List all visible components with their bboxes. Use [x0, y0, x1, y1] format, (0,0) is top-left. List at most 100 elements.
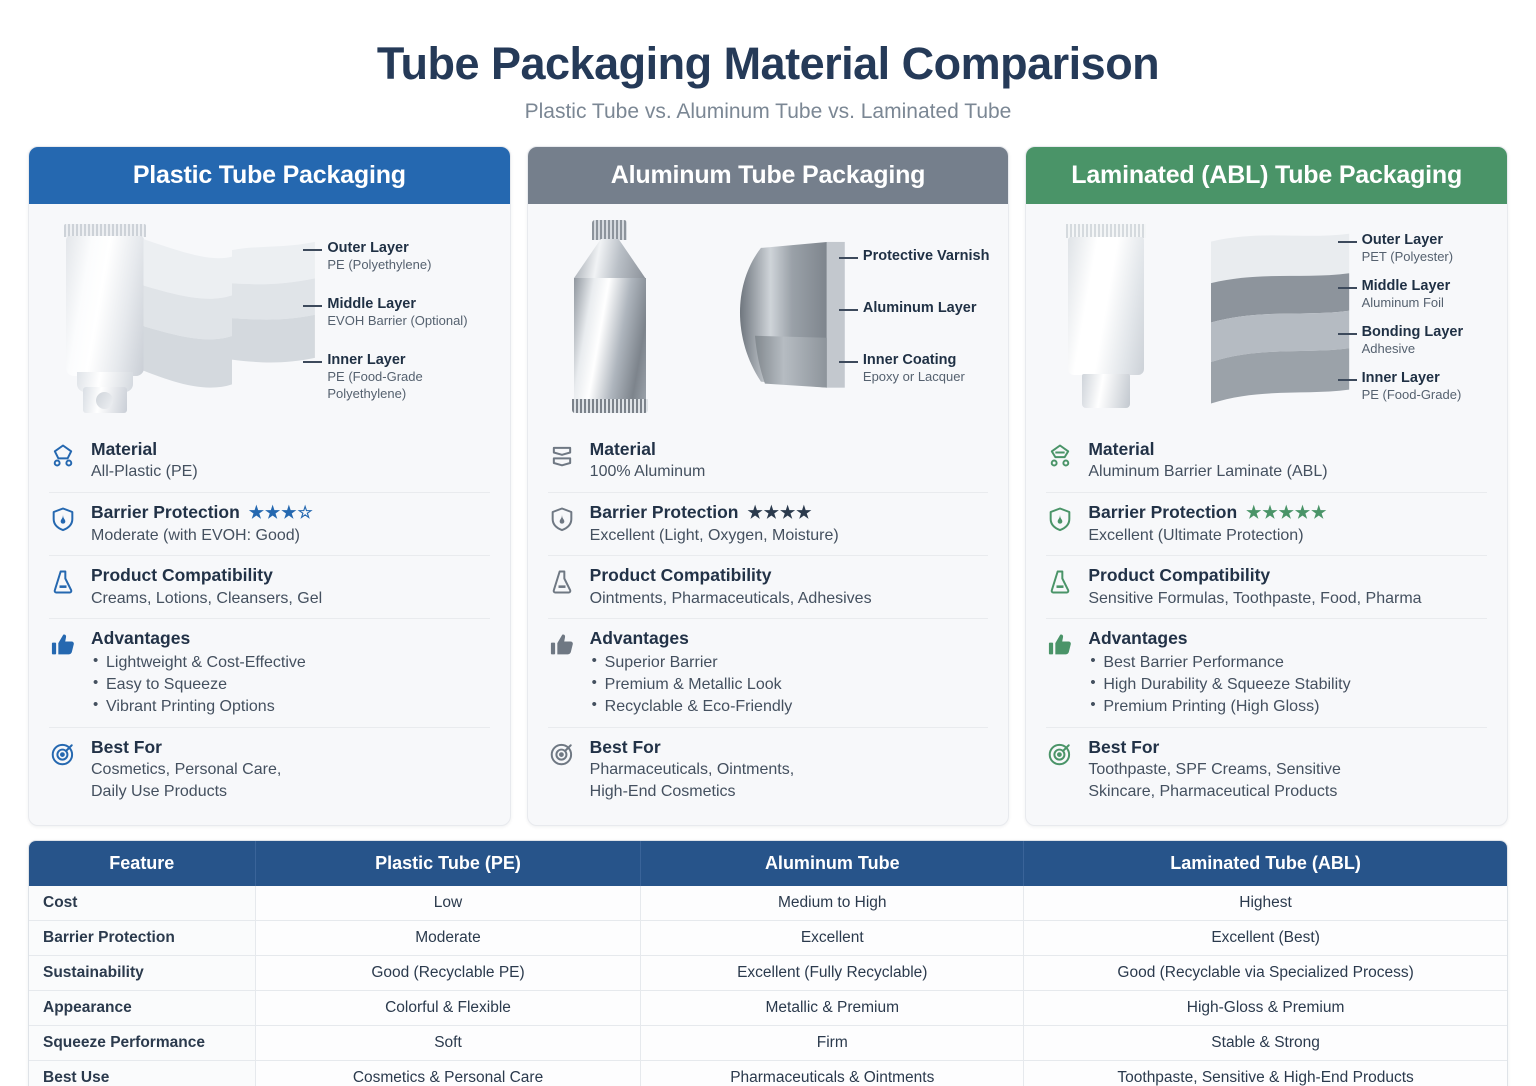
callout-title: Outer Layer — [1361, 231, 1443, 248]
callout-sub: PET (Polyester) — [1361, 249, 1454, 265]
feature-label: Best For — [91, 736, 162, 757]
feature-material: Material Aluminum Barrier Laminate (ABL) — [1046, 430, 1488, 493]
feature-label: Barrier Protection — [589, 501, 739, 522]
page-subtitle: Plastic Tube vs. Aluminum Tube vs. Lamin… — [524, 99, 1012, 123]
advantages-list: Best Barrier Performance High Durability… — [1088, 651, 1487, 718]
feature-product-compatibility: Product Compatibility Sensitive Formulas… — [1046, 556, 1488, 620]
shield-check-icon — [548, 502, 578, 546]
feature-label: Material — [1088, 438, 1155, 459]
card-aluminum-features: Material 100% Aluminum Barrier Protectio… — [528, 426, 1009, 825]
cell-aluminum: Excellent (Fully Recyclable) — [640, 955, 1025, 992]
feature-value: Sensitive Formulas, Toothpaste, Food, Ph… — [1088, 589, 1422, 607]
laminated-callouts: Outer Layer PET (Polyester) Middle Layer… — [1337, 212, 1497, 426]
advantages-list: Lightweight & Cost-Effective Easy to Squ… — [91, 651, 490, 718]
aluminum-layer-slice-icon — [740, 241, 845, 388]
feature-label: Material — [589, 438, 656, 459]
column-header-laminated[interactable]: Laminated Tube (ABL) — [1023, 841, 1507, 887]
cell-laminated: Toothpaste, Sensitive & High-End Product… — [1023, 1060, 1507, 1086]
target-icon — [1046, 737, 1076, 802]
callout-sub: PE (Food-Grade Polyethylene) — [327, 369, 423, 401]
callout-title: Aluminum Layer — [862, 299, 977, 316]
cell-aluminum: Excellent — [640, 920, 1025, 957]
card-aluminum[interactable]: Aluminum Tube Packaging — [526, 145, 1010, 827]
callout-title: Inner Layer — [327, 351, 406, 368]
feature-label: Advantages — [91, 628, 191, 649]
callout-sub: PE (Food-Grade) — [1361, 387, 1462, 403]
callout-sub: PE (Polyethylene) — [327, 257, 432, 273]
list-item: Premium Printing (High Gloss) — [1088, 695, 1487, 718]
callout-aluminum-layer: Aluminum Layer — [838, 299, 977, 318]
callout-outer-layer: Outer Layer PE (Polyethylene) — [303, 239, 432, 274]
cell-plastic: Moderate — [255, 920, 642, 957]
card-aluminum-title: Aluminum Tube Packaging — [527, 146, 1009, 204]
plastic-fan-extension — [232, 212, 316, 426]
thumbs-up-icon — [548, 628, 578, 718]
feature-value: Cosmetics, Personal Care, Daily Use Prod… — [91, 761, 282, 800]
feature-product-compatibility: Product Compatibility Ointments, Pharmac… — [547, 556, 989, 620]
table-row: Best Use Cosmetics & Personal Care Pharm… — [29, 1060, 1507, 1086]
column-header-feature[interactable]: Feature — [29, 841, 256, 887]
card-laminated-title: Laminated (ABL) Tube Packaging — [1026, 146, 1508, 204]
table-header-row: Feature Plastic Tube (PE) Aluminum Tube … — [29, 841, 1507, 887]
list-item: High Durability & Squeeze Stability — [1088, 673, 1487, 696]
table-row: Barrier Protection Moderate Excellent Ex… — [29, 920, 1507, 957]
feature-value: Creams, Lotions, Cleansers, Gel — [91, 589, 323, 607]
feature-label: Barrier Protection — [1088, 501, 1238, 522]
flask-icon — [1046, 565, 1076, 609]
row-label: Best Use — [29, 1060, 256, 1086]
callout-middle-layer: Middle Layer EVOH Barrier (Optional) — [303, 296, 468, 330]
feature-product-compatibility: Product Compatibility Creams, Lotions, C… — [49, 556, 490, 620]
layers-icon — [548, 439, 578, 483]
callout-title: Inner Coating — [862, 351, 957, 368]
shield-check-icon — [49, 502, 79, 546]
callout-inner-layer: Inner Layer PE (Food-Grade Polyethylene) — [303, 351, 457, 403]
page-title: Tube Packaging Material Comparison — [376, 38, 1160, 89]
plastic-callouts: Outer Layer PE (Polyethylene) Middle Lay… — [303, 212, 499, 426]
cell-aluminum: Pharmaceuticals & Ointments — [640, 1060, 1025, 1086]
callout-title: Middle Layer — [1361, 277, 1451, 294]
cell-plastic: Low — [255, 886, 642, 922]
feature-best-for: Best For Cosmetics, Personal Care, Daily… — [49, 728, 490, 811]
callout-middle-layer: Middle Layer Aluminum Foil — [1337, 277, 1451, 312]
feature-advantages: Advantages Best Barrier Performance High… — [1046, 619, 1488, 728]
cell-laminated: High-Gloss & Premium — [1023, 990, 1507, 1027]
target-icon — [548, 737, 578, 802]
cell-aluminum: Firm — [640, 1025, 1025, 1062]
callout-title: Outer Layer — [327, 239, 409, 256]
table-row: Cost Low Medium to High Highest — [29, 886, 1507, 922]
feature-label: Product Compatibility — [91, 564, 273, 585]
feature-best-for: Best For Toothpaste, SPF Creams, Sensiti… — [1046, 728, 1487, 811]
plastic-tube-illustration — [39, 212, 233, 426]
feature-material: Material All-Plastic (PE) — [49, 430, 490, 493]
list-item: Superior Barrier — [590, 651, 989, 674]
aluminum-callouts: Protective Varnish Aluminum Layer Inner … — [838, 212, 998, 426]
feature-barrier-protection: Barrier Protection ★★★☆ Moderate (with E… — [49, 493, 490, 556]
thumbs-up-icon — [49, 628, 79, 718]
feature-barrier-protection: Barrier Protection ★★★★★ Excellent (Ulti… — [1046, 493, 1488, 556]
plastic-layer-fan-icon — [143, 238, 233, 388]
feature-value: Ointments, Pharmaceuticals, Adhesives — [589, 589, 872, 607]
cell-plastic: Good (Recyclable PE) — [255, 955, 642, 992]
card-laminated[interactable]: Laminated (ABL) Tube Packaging — [1025, 145, 1509, 827]
callout-title: Bonding Layer — [1361, 323, 1464, 340]
feature-label: Best For — [1088, 736, 1160, 757]
callout-title: Protective Varnish — [862, 247, 990, 264]
row-label: Sustainability — [29, 955, 256, 992]
feature-label: Product Compatibility — [1088, 564, 1271, 585]
target-icon — [49, 737, 79, 802]
card-plastic-features: Material All-Plastic (PE) Barrier Protec… — [29, 426, 510, 825]
flask-icon — [548, 565, 578, 609]
feature-label: Advantages — [589, 628, 689, 649]
barrier-star-rating: ★★★☆ — [248, 503, 314, 523]
card-plastic-diagram: Outer Layer PE (Polyethylene) Middle Lay… — [29, 204, 510, 426]
column-header-aluminum[interactable]: Aluminum Tube — [640, 841, 1025, 887]
feature-value: Pharmaceuticals, Ointments, High-End Cos… — [589, 761, 795, 800]
feature-best-for: Best For Pharmaceuticals, Ointments, Hig… — [548, 728, 989, 811]
column-header-plastic[interactable]: Plastic Tube (PE) — [255, 841, 642, 887]
table-row: Appearance Colorful & Flexible Metallic … — [29, 990, 1507, 1027]
callout-inner-coating: Inner Coating Epoxy or Lacquer — [838, 351, 965, 386]
row-label: Squeeze Performance — [29, 1025, 256, 1062]
feature-advantages: Advantages Lightweight & Cost-Effective … — [49, 619, 490, 728]
card-plastic[interactable]: Plastic Tube Packaging — [28, 145, 511, 827]
laminated-layer-ribbon — [1211, 212, 1350, 426]
